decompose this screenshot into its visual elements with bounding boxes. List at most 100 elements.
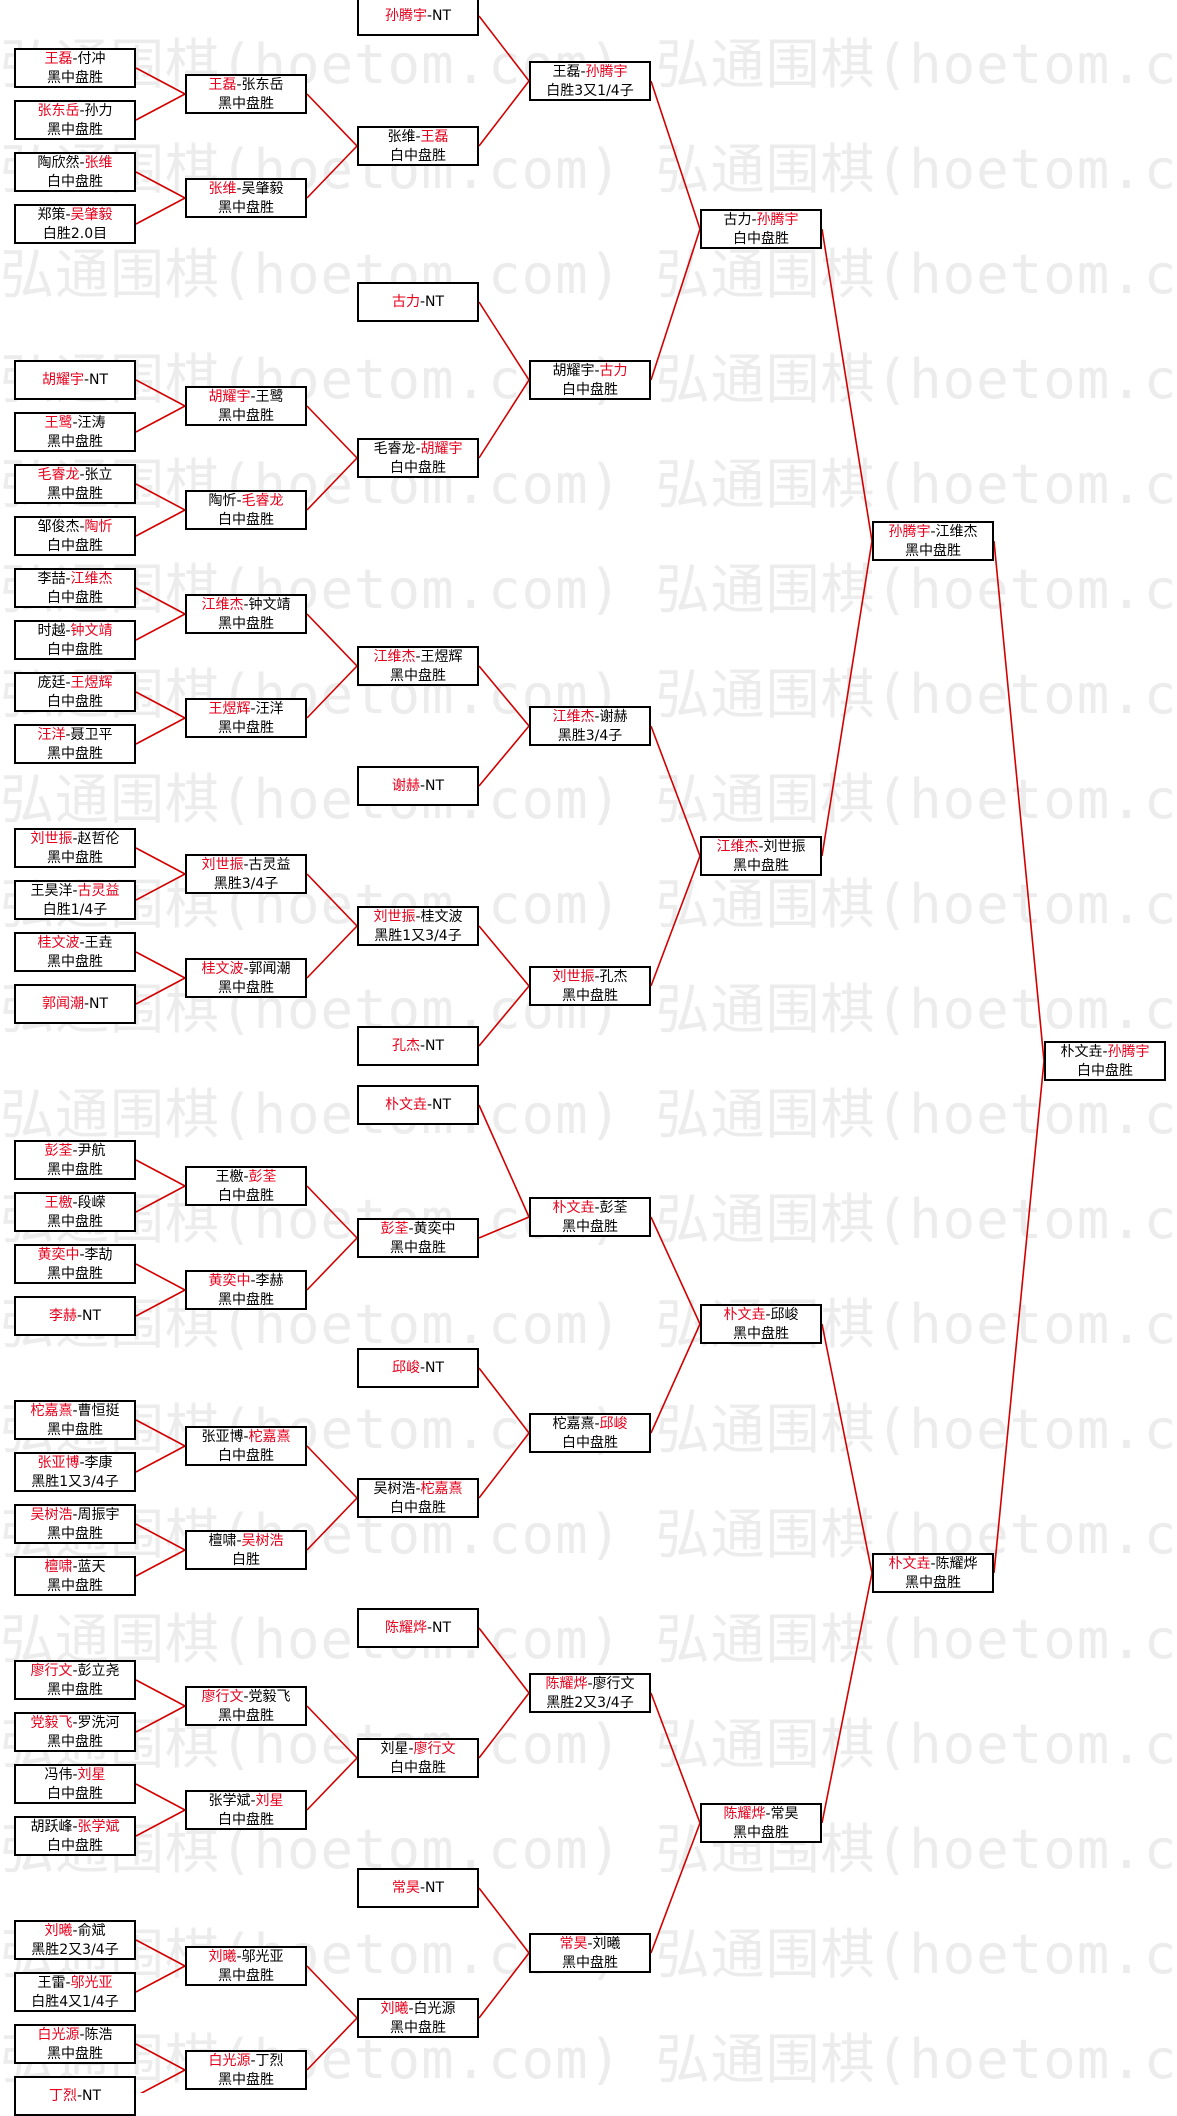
vs-separator: -	[580, 64, 586, 80]
match-result: 黑中盘胜	[47, 1162, 103, 1178]
player-black: 张东岳	[37, 103, 80, 119]
player-black: 朴文垚	[384, 1097, 427, 1113]
match-box-r1-25: 廖行文-彭立尧黑中盘胜	[14, 1660, 136, 1700]
match-players: 张学斌-刘星	[187, 1792, 305, 1811]
player-black: 柁嘉熹	[30, 1403, 73, 1419]
match-players: 檀啸-蓝天	[16, 1558, 134, 1577]
player-black: 汪洋	[37, 727, 66, 743]
vs-separator: -	[419, 1038, 426, 1054]
match-result: 黑中盘胜	[218, 96, 274, 112]
player-black: 彭荃	[380, 1221, 409, 1237]
match-players: 刘曦-白光源	[359, 2000, 477, 2019]
player-black: 古力	[723, 212, 752, 228]
match-players: 邹俊杰-陶忻	[16, 518, 134, 537]
match-players: 张维-王磊	[359, 128, 477, 147]
player-white: 赵哲伦	[77, 831, 120, 847]
player-black: 朴文垚	[888, 1556, 931, 1572]
player-black: 廖行文	[30, 1663, 73, 1679]
connector-r4-6-to-r5-3	[650, 1323, 701, 1434]
vs-separator: -	[65, 571, 71, 587]
player-black: 柁嘉熹	[552, 1416, 595, 1432]
vs-separator: -	[250, 701, 256, 717]
match-box-r3-b5: 朴文垚-NT	[357, 1085, 479, 1125]
player-white: 孙力	[84, 103, 113, 119]
player-white: 刘星	[255, 1793, 284, 1809]
connector-r2-10-to-r3-5	[306, 1237, 358, 1291]
connector-r3-6-to-r4-6	[478, 1432, 530, 1499]
match-box-r3-b6: 邱峻-NT	[357, 1348, 479, 1388]
match-players: 黄奕中-李赫	[187, 1272, 305, 1291]
player-white: 刘曦	[592, 1936, 621, 1952]
connector-r1-14-to-r2-7	[135, 873, 186, 901]
match-box-r3-b2: 古力-NT	[357, 282, 479, 322]
match-box-r5-1: 古力-孙腾宇白中盘胜	[700, 209, 822, 249]
match-result: 黑中盘胜	[47, 70, 103, 86]
vs-separator: -	[72, 1663, 78, 1679]
vs-separator: -	[72, 831, 78, 847]
player-black: 陶忻	[208, 493, 237, 509]
player-white: 毛睿龙	[241, 493, 284, 509]
vs-separator: -	[79, 467, 85, 483]
connector-r3-1-to-r4-1	[478, 80, 530, 147]
connector-r4-4-to-r5-2	[650, 855, 701, 987]
player-white: 张学斌	[77, 1819, 120, 1835]
player-black: 刘世振	[373, 909, 416, 925]
player-white: 王鹭	[255, 389, 284, 405]
player-white: 陈浩	[84, 2027, 113, 2043]
connector-r1-6-to-r2-3	[135, 405, 186, 433]
match-players: 张亚博-李康	[16, 1454, 134, 1473]
player-black: 孙腾宇	[384, 8, 427, 24]
match-result: 黑中盘胜	[218, 980, 274, 996]
connector-r1-13-to-r2-7	[135, 847, 186, 875]
connector-r1-27-to-r2-14	[135, 1783, 186, 1811]
match-players: 丁烈-NT	[16, 2078, 134, 2114]
player-black: 江维杰	[716, 839, 759, 855]
connector-r1-7-to-r2-4	[135, 483, 186, 511]
player-black: 毛睿龙	[37, 467, 80, 483]
vs-separator: -	[72, 1767, 78, 1783]
match-players: 江维杰-钟文靖	[187, 596, 305, 615]
match-players: 桂文波-王垚	[16, 934, 134, 953]
connector-r3-b5-to-r4-5	[478, 1104, 530, 1218]
match-result: 黑中盘胜	[562, 1955, 618, 1971]
match-result: 黑中盘胜	[562, 988, 618, 1004]
match-result: 白中盘胜	[218, 1188, 274, 1204]
vs-separator: -	[1102, 1044, 1108, 1060]
match-result: 黑中盘胜	[218, 2072, 274, 2088]
player-black: 胡耀宇	[552, 363, 595, 379]
match-result: 黑中盘胜	[905, 543, 961, 559]
match-players: 李赫-NT	[16, 1298, 134, 1334]
match-box-r6-1: 孙腾宇-江维杰黑中盘胜	[872, 521, 994, 561]
match-result: 黑中盘胜	[47, 850, 103, 866]
vs-separator: -	[72, 1715, 78, 1731]
match-players: 郑策-吴肇毅	[16, 206, 134, 225]
vs-separator: -	[72, 1403, 78, 1419]
connector-r3-4-to-r4-4	[478, 925, 530, 987]
match-result: 黑胜2又3/4子	[31, 1942, 119, 1958]
match-players: 郭闻潮-NT	[16, 986, 134, 1022]
player-black: 毛睿龙	[373, 441, 416, 457]
connector-r1-16-to-r2-8	[135, 977, 186, 1005]
vs-separator: -	[408, 2001, 414, 2017]
match-box-r1-32: 丁烈-NT	[14, 2076, 136, 2116]
vs-separator: -	[751, 212, 757, 228]
match-result: 黑中盘胜	[218, 1968, 274, 1984]
match-box-r3-b4: 孔杰-NT	[357, 1026, 479, 1066]
vs-separator: -	[243, 857, 249, 873]
connector-r1-1-to-r2-1	[135, 67, 186, 95]
match-box-r3-6: 吴树浩-柁嘉熹白中盘胜	[357, 1478, 479, 1518]
vs-separator: -	[79, 1455, 85, 1471]
match-box-r1-8: 邹俊杰-陶忻白中盘胜	[14, 516, 136, 556]
match-players: 汪洋-聂卫平	[16, 726, 134, 745]
vs-separator: -	[930, 1556, 936, 1572]
vs-separator: -	[426, 8, 433, 24]
match-result: 黑中盘胜	[47, 1214, 103, 1230]
player-white: 廖行文	[592, 1676, 635, 1692]
player-white: 郭闻潮	[248, 961, 291, 977]
player-white: 彭荃	[599, 1200, 628, 1216]
vs-separator: -	[419, 294, 426, 310]
player-black: 丁烈	[48, 2088, 77, 2104]
connector-r5-3-to-r6-2	[821, 1323, 873, 1574]
